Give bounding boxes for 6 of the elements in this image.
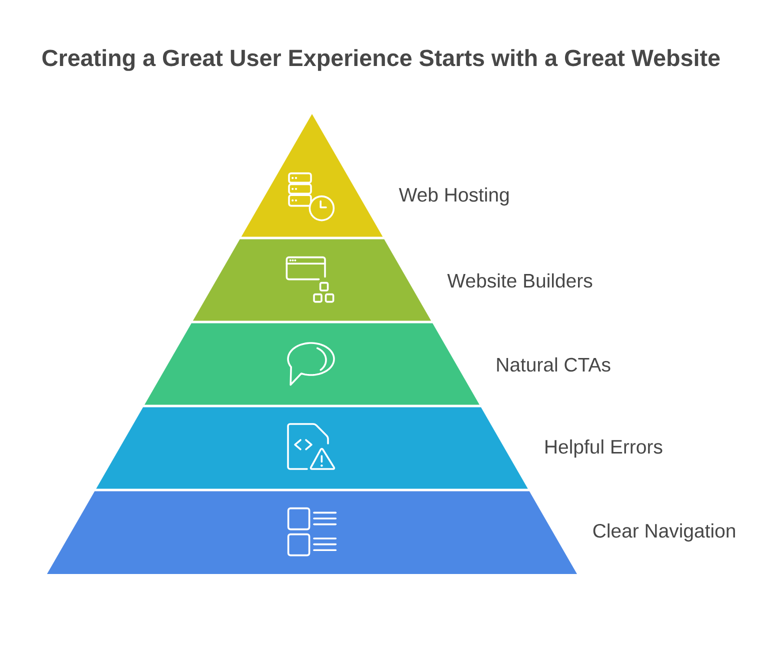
layer-label: Web Hosting (398, 187, 509, 206)
layer-label: Clear Navigation (593, 523, 735, 542)
layer-label: Helpful Errors (546, 439, 662, 458)
layer-label: Natural CTAs (497, 357, 610, 372)
layer-label: Website Builders (447, 273, 592, 288)
title: Creating a Great User Experience Starts with a Great Website (42, 49, 720, 71)
